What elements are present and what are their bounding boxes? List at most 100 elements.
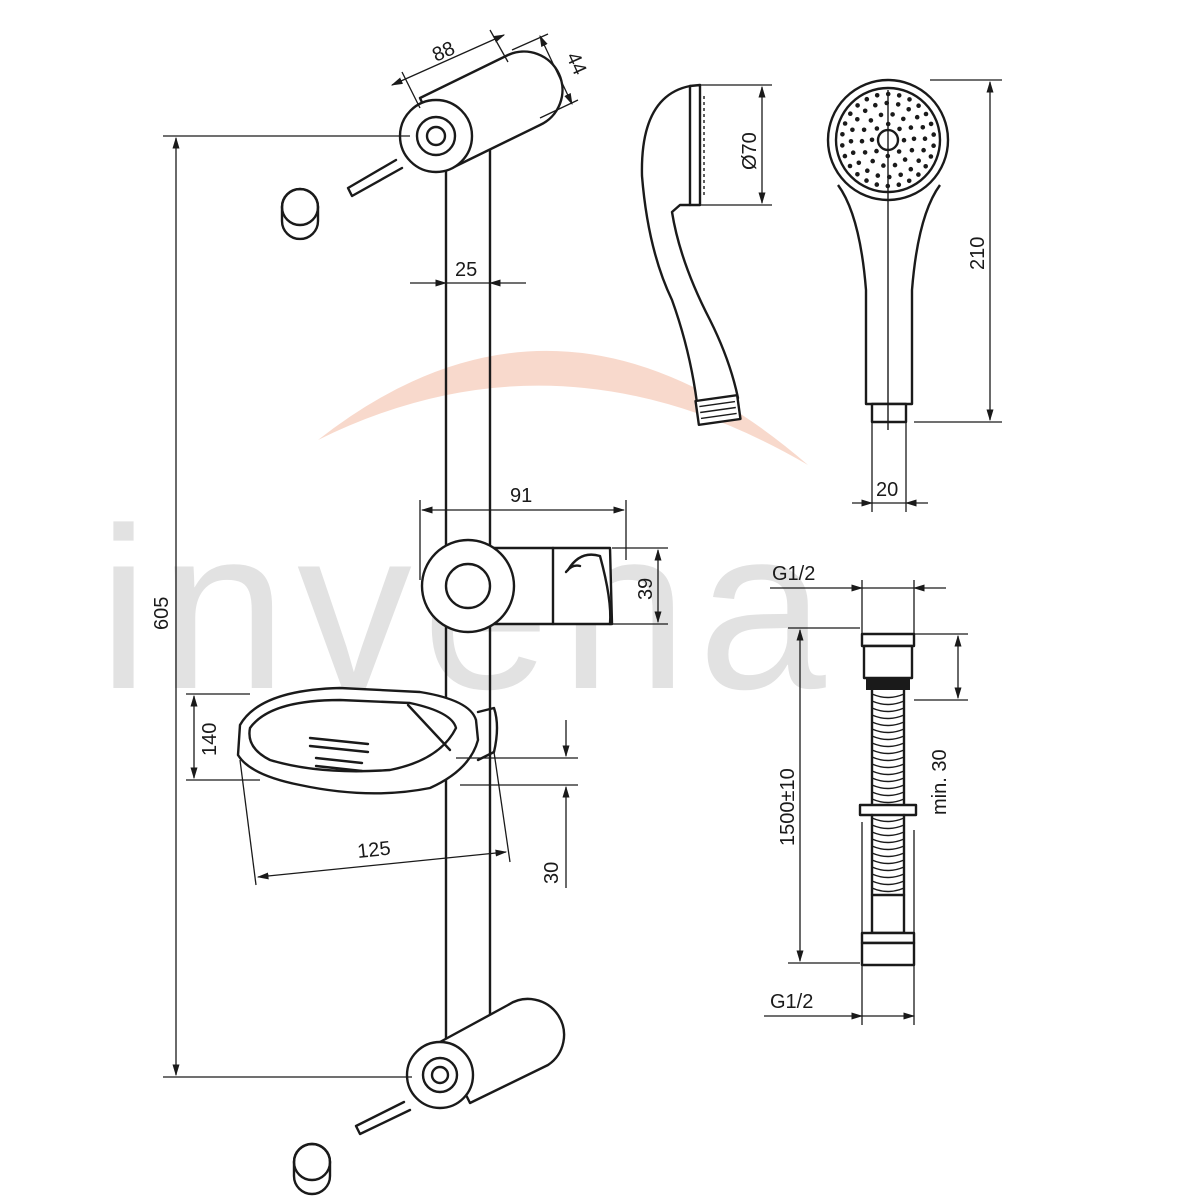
nozzle-dot (901, 116, 906, 122)
shower-hose (858, 632, 918, 967)
nozzle-dot (868, 118, 874, 123)
svg-text:91: 91 (510, 485, 532, 507)
bottom-wall-plug (292, 1142, 332, 1196)
svg-text:210: 210 (967, 237, 989, 270)
hose-coil-ring (871, 866, 905, 872)
nozzle-dot (842, 153, 848, 159)
hose-coil-ring (871, 852, 905, 858)
nozzle-dot (908, 125, 914, 130)
svg-text:G1/2: G1/2 (772, 563, 815, 585)
nozzle-dot (896, 149, 902, 154)
dim-dish-width: 125 (239, 751, 511, 886)
nozzle-dot (902, 157, 908, 162)
hose-coil-ring (871, 742, 905, 748)
nozzle-dot (865, 168, 870, 173)
nozzle-dot (928, 154, 934, 159)
hose-coil-ring (871, 845, 905, 851)
handshower-holder (420, 538, 614, 634)
nozzle-dot (901, 137, 907, 143)
svg-text:39: 39 (635, 578, 657, 600)
nozzle-pattern (840, 91, 936, 189)
nozzle-dot (916, 172, 921, 177)
nozzle-dot (862, 108, 868, 114)
nozzle-dot (855, 103, 860, 108)
nozzle-dot (892, 162, 898, 168)
nozzle-dot (931, 143, 936, 148)
nozzle-dot (928, 121, 934, 127)
hose-coil-ring (871, 831, 905, 837)
svg-text:1500±10: 1500±10 (777, 768, 799, 846)
dim-hose-thread-top: G1/2 (770, 563, 946, 634)
nozzle-dot (869, 137, 875, 143)
nozzle-dot (864, 96, 870, 102)
dim-rail-height: 605 (151, 135, 412, 1078)
hose-middle-ring (858, 803, 918, 817)
svg-text:25: 25 (455, 259, 477, 281)
bottom-screw (354, 1100, 412, 1136)
nozzle-dot (848, 111, 853, 116)
nozzle-dot (908, 166, 914, 172)
hose-top-nut (860, 632, 916, 648)
nozzle-dot (842, 121, 848, 126)
hose-coil-ring (871, 721, 905, 727)
nozzle-dot (911, 136, 917, 142)
svg-text:Ø70: Ø70 (739, 132, 761, 170)
svg-text:min. 30: min. 30 (929, 749, 951, 815)
hose-coil-ring (871, 859, 905, 865)
nozzle-dot (855, 117, 860, 122)
nozzle-dot (896, 182, 902, 187)
hose-coil-ring (871, 763, 905, 769)
hose-coil-ring (871, 735, 905, 741)
dim-dish-depth: 140 (186, 693, 260, 781)
svg-text:20: 20 (876, 479, 898, 501)
nozzle-dot (931, 132, 936, 137)
dim-dish-offset: 30 (456, 720, 578, 888)
dim-head-diameter: Ø70 (700, 84, 772, 206)
nozzle-dot (874, 126, 880, 131)
hose-coil-ring (871, 749, 905, 755)
nozzle-dot (906, 107, 911, 112)
nozzle-dot (874, 148, 879, 154)
nozzle-dot (881, 163, 886, 168)
hose-coil-ring (871, 770, 905, 776)
nozzle-dot (864, 178, 869, 183)
nozzle-dot (907, 97, 912, 102)
hose-coil-ring (871, 700, 905, 706)
nozzle-dot (875, 173, 881, 178)
hose-coil-ring (871, 714, 905, 720)
svg-text:G1/2: G1/2 (770, 991, 813, 1013)
nozzle-dot (898, 172, 903, 178)
nozzle-dot (861, 127, 867, 133)
nozzle-dot (897, 126, 902, 132)
hose-bottom-nut (860, 941, 916, 967)
hose-coil-ring (871, 777, 905, 783)
top-wall-bracket (280, 50, 564, 241)
nozzle-dot (895, 102, 901, 107)
nozzle-dot (923, 164, 928, 169)
nozzle-dot (921, 147, 926, 153)
nozzle-dot (847, 163, 853, 169)
hose-coil-ring (871, 824, 905, 830)
dim-hose-thread-bottom: G1/2 (764, 822, 915, 1025)
nozzle-dot (890, 112, 895, 117)
hand-shower-side-view (640, 83, 742, 427)
nozzle-dot (856, 160, 862, 166)
svg-text:140: 140 (199, 723, 221, 756)
nozzle-dot (870, 158, 875, 164)
hose-coil-ring (871, 817, 905, 823)
svg-text:88: 88 (429, 37, 458, 66)
hand-shower-front-view (826, 78, 950, 430)
nozzle-dot (896, 93, 902, 98)
top-wall-plug (280, 187, 320, 241)
top-screw (346, 158, 404, 198)
nozzle-dot (850, 150, 856, 155)
dim-rail-width: 25 (410, 259, 526, 287)
nozzle-dot (874, 93, 880, 98)
dim-hose-min: min. 30 (914, 633, 968, 815)
nozzle-dot (916, 103, 921, 108)
nozzle-dot (855, 172, 860, 177)
hose-coil-ring (871, 791, 905, 797)
nozzle-dot (848, 139, 854, 144)
